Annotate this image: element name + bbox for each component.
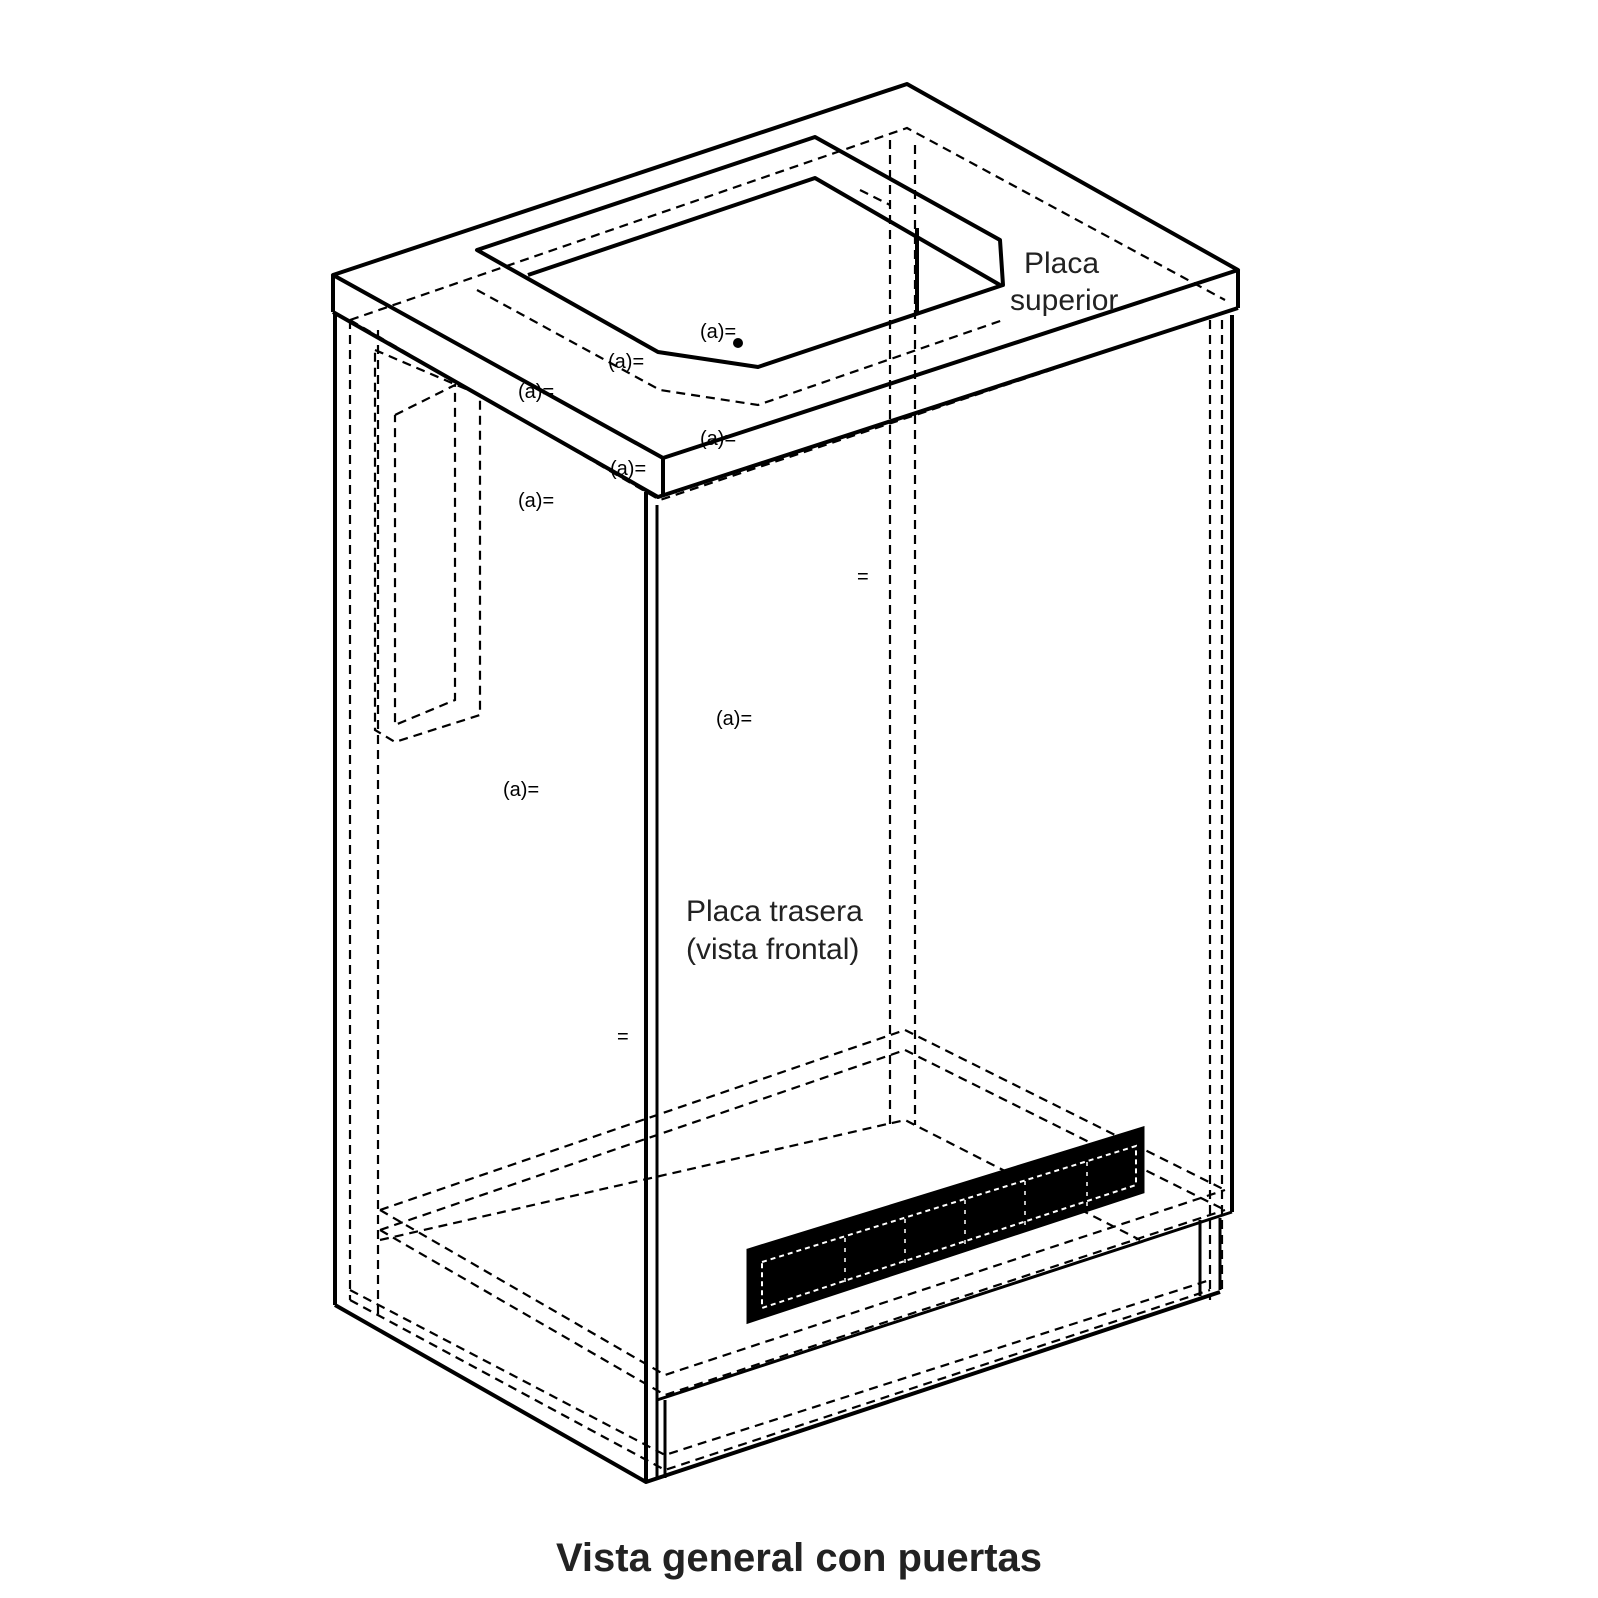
top-plate-label-line1: Placa [1024, 247, 1100, 280]
screw-icon: (a)= [716, 708, 752, 730]
sink-cutout [475, 135, 1005, 369]
back-plate-label: Placa trasera (vista frontal) [686, 893, 863, 969]
screw-icon: (a)= [700, 428, 736, 450]
screw-icon: = [857, 566, 869, 588]
svg-text:=: = [617, 1026, 629, 1048]
screw-icon: (a)= [503, 779, 539, 801]
svg-text:(a)=: (a)= [700, 428, 736, 450]
svg-text:=: = [857, 566, 869, 588]
screw-icon: (a)= [518, 490, 554, 512]
hidden-edges [348, 126, 1226, 1472]
top-plate [331, 82, 1240, 499]
screw-icon: (a)= [608, 351, 644, 373]
svg-text:(a)=: (a)= [518, 490, 554, 512]
screw-markers: (a)= (a)= (a)= (a)= (a)= (a)= (a)= (a)= … [503, 321, 869, 1048]
top-plate-label: Placa [1024, 245, 1099, 283]
screw-icon: (a)= [610, 458, 646, 480]
ventilation-grille [746, 1125, 1145, 1325]
svg-text:(a)=: (a)= [608, 351, 644, 373]
screw-icon: = [617, 1026, 629, 1048]
back-plate-label-line1: Placa trasera [686, 895, 863, 928]
screw-icon: (a)= [700, 321, 736, 343]
top-plate-label-2: superior [1010, 282, 1118, 320]
screw-icon: (a)= [518, 381, 554, 403]
svg-text:(a)=: (a)= [610, 458, 646, 480]
top-plate-label-line2: superior [1010, 284, 1119, 317]
svg-text:(a)=: (a)= [700, 321, 736, 343]
back-plate-label-line2: (vista frontal) [686, 933, 860, 966]
svg-text:(a)=: (a)= [503, 779, 539, 801]
figure-caption: Vista general con puertas [555, 1536, 1043, 1580]
cabinet-body [333, 312, 1234, 1484]
svg-text:(a)=: (a)= [518, 381, 554, 403]
svg-text:(a)=: (a)= [716, 708, 752, 730]
